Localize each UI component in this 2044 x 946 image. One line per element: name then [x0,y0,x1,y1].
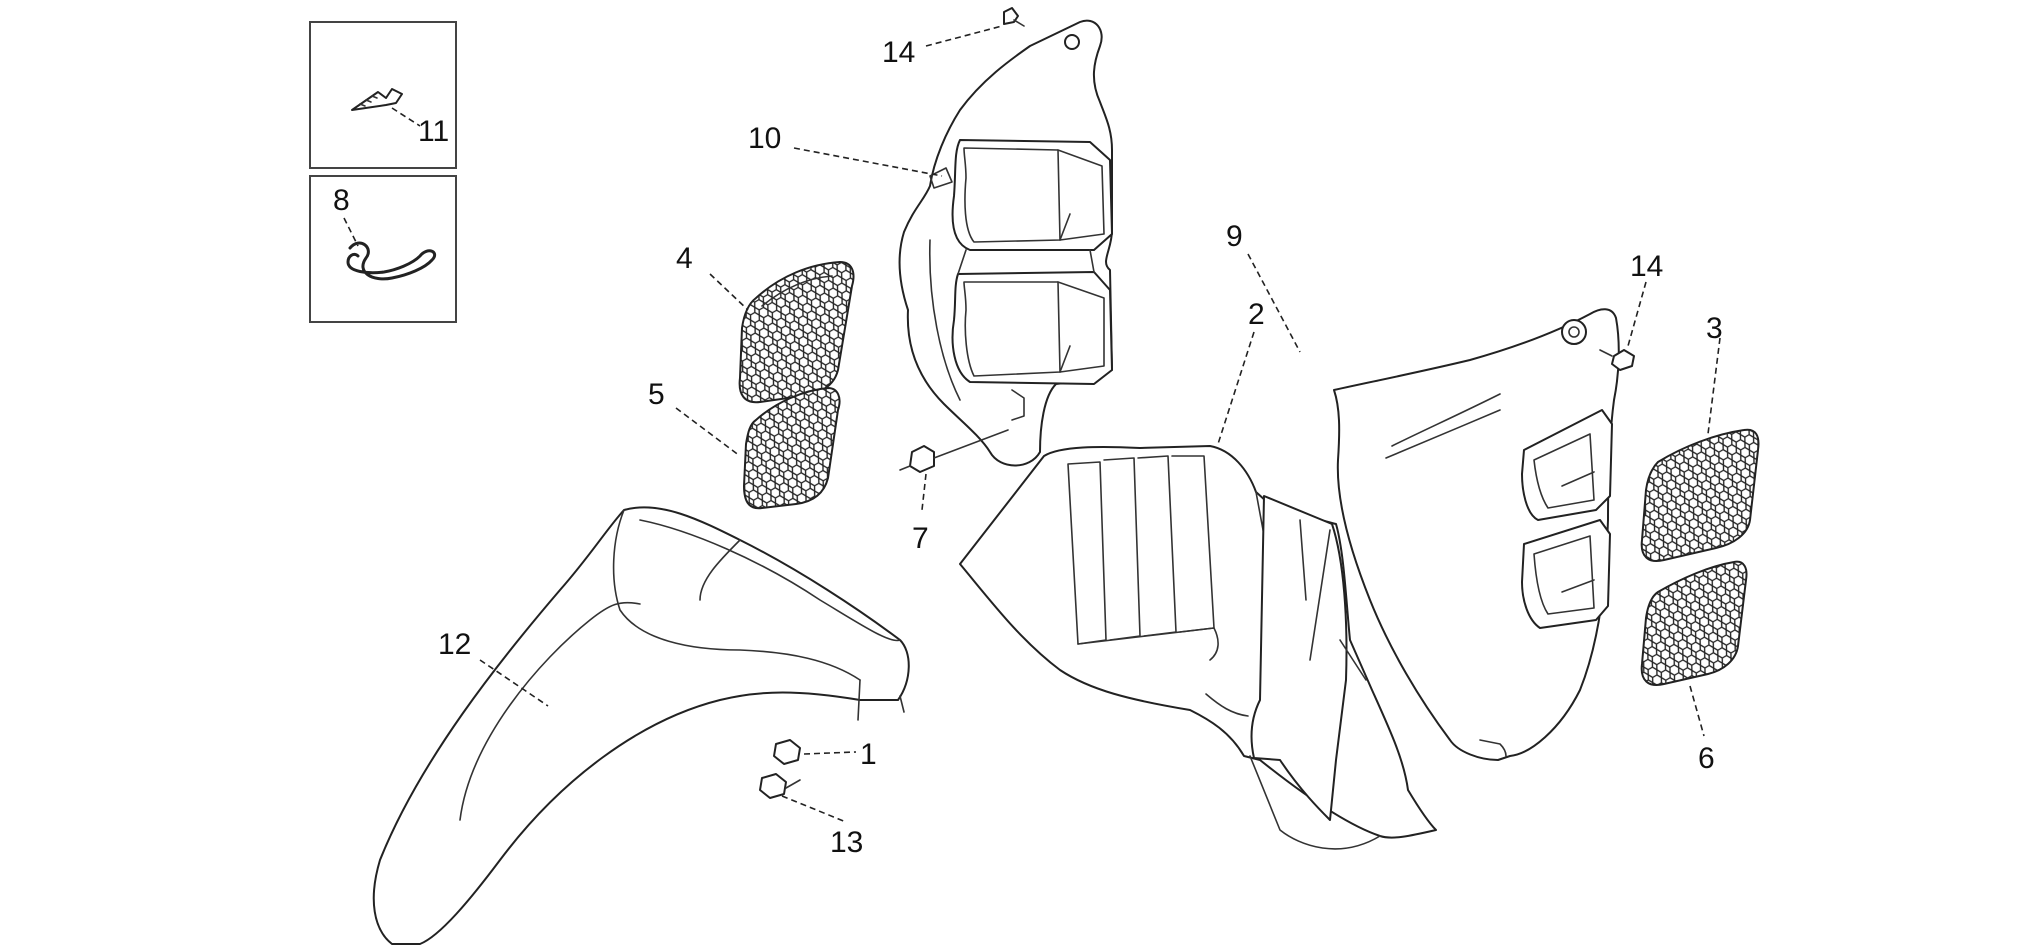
part-1-nut [773,739,801,765]
leader-14-top [925,25,1003,47]
callout-5: 5 [648,378,665,411]
callout-14-top: 14 [882,36,915,69]
callout-3: 3 [1706,312,1723,345]
callout-2: 2 [1248,298,1265,331]
callout-8: 8 [333,184,350,217]
leader-8 [343,217,359,247]
leader-6 [1689,685,1705,737]
leader-11 [391,107,421,127]
callout-14-right: 14 [1630,250,1663,283]
part-2-center-cover [959,445,1437,850]
leader-13 [781,795,847,823]
callout-7: 7 [912,522,929,555]
leader-2 [1217,331,1255,445]
inset-box-screw: 11 [309,21,457,169]
wire-clip-icon [346,241,437,281]
leader-3 [1707,337,1721,435]
leader-4 [709,273,749,311]
part-14-screw-right [1599,349,1635,371]
callout-4: 4 [676,242,693,275]
part-10-side-bracket [898,19,1113,467]
callout-1: 1 [860,738,877,771]
callout-9: 9 [1226,220,1243,253]
self-tapping-screw-icon [351,88,403,111]
part-5-grille [742,386,841,510]
part-7-push-rivet [899,429,1009,473]
leader-7 [921,473,927,511]
leader-12 [479,659,549,707]
leader-5 [675,407,741,457]
inset-box-clip: 8 [309,175,457,323]
part-14-screw-top [1003,7,1025,27]
callout-11: 11 [418,115,449,148]
callout-13: 13 [830,826,863,859]
part-6-grille [1640,560,1748,686]
callout-12: 12 [438,628,471,661]
part-4-grille [738,260,855,404]
leader-9 [1247,253,1301,353]
part-12-front-mudguard [372,506,910,945]
callout-6: 6 [1698,742,1715,775]
leader-14-right [1627,281,1647,347]
leader-1 [803,751,857,755]
leader-10 [793,147,943,177]
part-9-right-side-panel [1333,308,1620,761]
part-3-grille [1640,428,1760,562]
part-13-bolt [759,773,801,799]
callout-10: 10 [748,122,781,155]
